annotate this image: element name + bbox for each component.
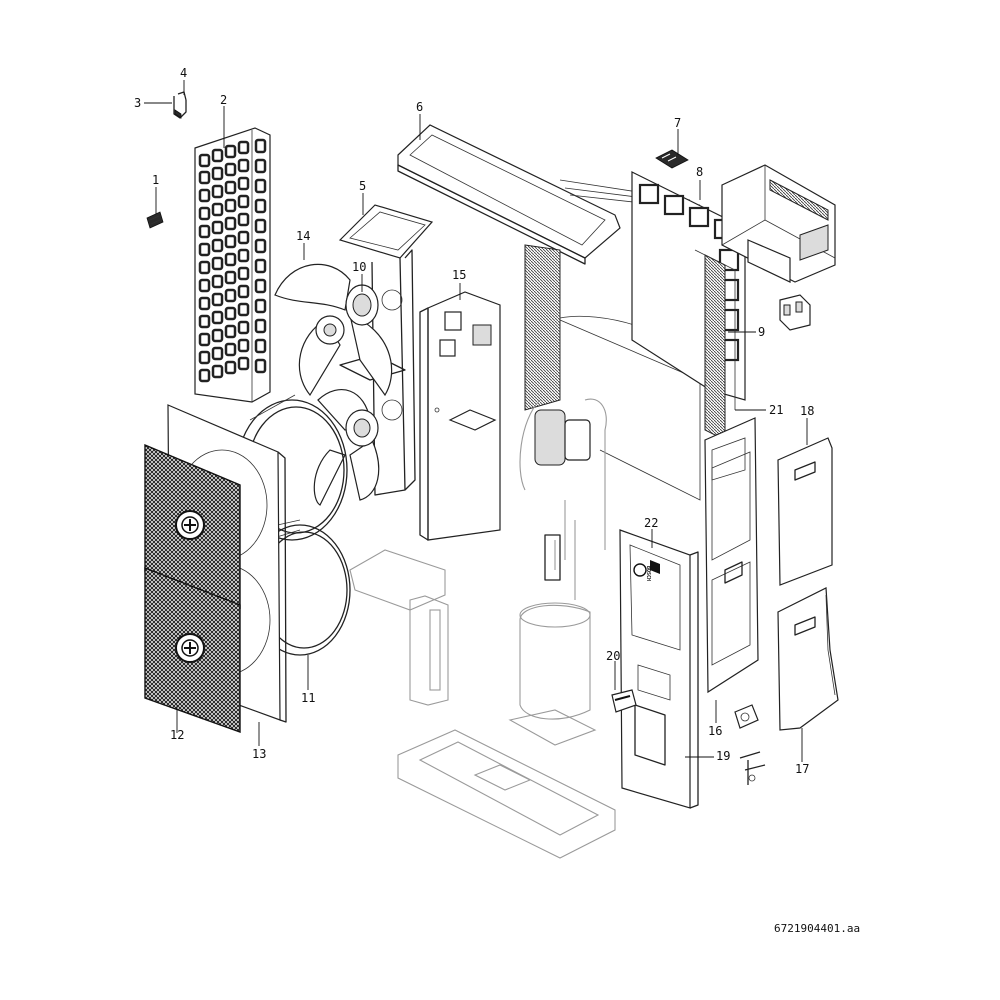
callout-12: 12 bbox=[170, 728, 185, 742]
part-17-lower-cover bbox=[777, 587, 839, 731]
part-20-connector bbox=[611, 689, 637, 713]
part-18-upper-cover bbox=[777, 437, 833, 586]
part-19-22-front-panel bbox=[619, 529, 699, 809]
callout-17: 17 bbox=[795, 762, 810, 776]
service-valves bbox=[734, 704, 766, 785]
compressor bbox=[508, 602, 597, 746]
lower-fan-assembly bbox=[313, 389, 380, 506]
callout-2: 2 bbox=[220, 93, 228, 107]
leader-lines bbox=[144, 80, 808, 762]
callout-4: 4 bbox=[180, 66, 188, 80]
compressor-support bbox=[349, 549, 449, 706]
part-6-top-cover bbox=[397, 124, 621, 265]
callout-15: 15 bbox=[452, 268, 467, 282]
callout-1: 1 bbox=[152, 173, 160, 187]
part-14-upper-fan bbox=[274, 263, 393, 397]
callout-6: 6 bbox=[416, 100, 424, 114]
callout-9: 9 bbox=[758, 325, 766, 339]
part-5-motor-bracket bbox=[338, 204, 434, 496]
callout-5: 5 bbox=[359, 179, 367, 193]
part-12-front-grilles bbox=[144, 443, 241, 733]
part-15-control-board bbox=[419, 291, 501, 541]
part-7-pcb bbox=[655, 149, 689, 169]
callout-20: 20 bbox=[606, 649, 621, 663]
callout-14: 14 bbox=[296, 229, 311, 243]
refrigerant-piping bbox=[519, 398, 607, 600]
callout-3: 3 bbox=[134, 96, 142, 110]
callout-13: 13 bbox=[252, 747, 267, 761]
callout-11: 11 bbox=[301, 691, 316, 705]
callout-7: 7 bbox=[674, 116, 682, 130]
part-16-side-panel bbox=[704, 417, 759, 694]
callout-10: 10 bbox=[352, 260, 367, 274]
part-1-clip bbox=[146, 211, 164, 229]
callout-22: 22 bbox=[644, 516, 659, 530]
part-3-4-bracket bbox=[173, 91, 187, 119]
part-9-electrical-terminal bbox=[779, 294, 811, 331]
callout-21: 21 bbox=[769, 403, 784, 417]
base-plate bbox=[397, 729, 616, 859]
document-reference: 6721904401.aa bbox=[774, 922, 861, 935]
callout-19: 19 bbox=[716, 749, 731, 763]
part-2-rear-guard bbox=[194, 127, 271, 403]
control-box bbox=[721, 164, 836, 283]
callout-8: 8 bbox=[696, 165, 704, 179]
callout-16: 16 bbox=[708, 724, 723, 738]
brand-mark: BOSCH bbox=[645, 566, 651, 582]
callout-18: 18 bbox=[800, 404, 815, 418]
